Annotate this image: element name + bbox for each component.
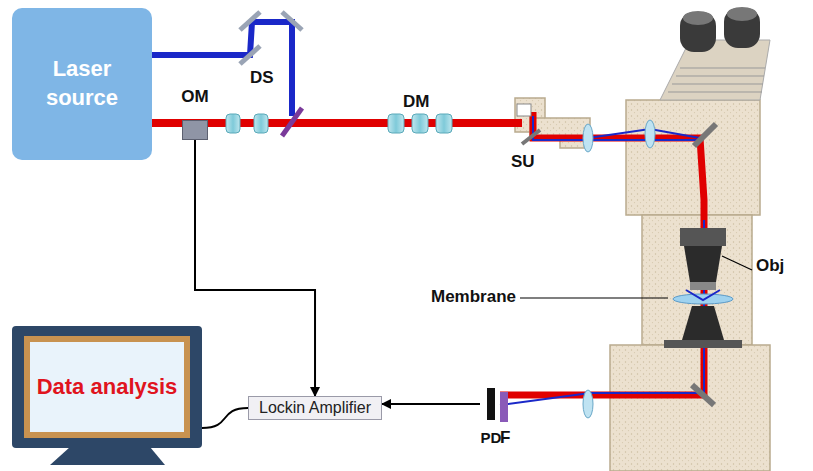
eyepieces [660,7,770,100]
leader-line [722,256,752,270]
node-text: PD [480,430,502,445]
blue-beam [150,22,704,405]
lockin-amplifier-box: Lockin Amplifier [248,396,382,420]
red-beam [150,112,704,395]
objective [664,228,742,348]
leader-line [520,297,668,298]
optical-modulator: OM [178,88,212,140]
scan-mirror [522,130,540,144]
microscope [515,98,770,471]
scan-mirror [517,104,531,116]
part-label: DM [403,92,429,112]
part-label: SU [511,152,535,172]
node-text: OM [178,88,212,105]
dichroic-mirror [282,108,302,136]
part-label: Membrane [431,287,516,307]
part-label: DS [250,68,274,88]
filter [500,392,508,422]
monitor-screen: Data analysis [24,336,190,438]
modulator-crystal [182,120,208,140]
photodiode: PD [480,388,502,445]
delay-stage-mirrors [240,12,302,64]
crystals [226,114,452,133]
node-text: Laser source [32,55,132,112]
part-label: Obj [756,256,784,276]
node-text: Lockin Amplifier [259,399,371,417]
lenses [583,120,655,418]
part-label: F [500,428,510,448]
monitor-stand [50,447,165,465]
laser-source-box: Laser source [12,8,152,160]
signal-wire [202,408,248,428]
computer-monitor: Data analysis [12,326,202,448]
node-text: Data analysis [37,373,178,401]
photodiode-bar [487,388,495,420]
signal-wire [195,140,315,396]
signal-wire [382,403,480,405]
